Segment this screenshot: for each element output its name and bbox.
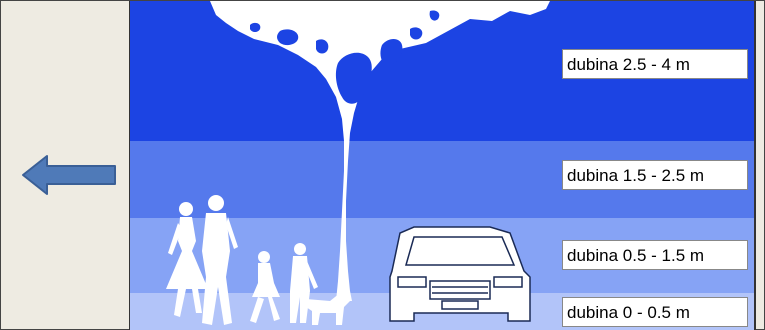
flood-depth-illustration: dubina 2.5 - 4 m dubina 1.5 - 2.5 m dubi… [129,1,756,330]
depth-label-deep: dubina 2.5 - 4 m [562,49,748,79]
depth-label-mid: dubina 0.5 - 1.5 m [562,240,748,270]
depth-label-high: dubina 1.5 - 2.5 m [562,160,748,190]
back-arrow-button[interactable] [21,154,117,196]
car-silhouette [390,227,530,321]
depth-label-shallow: dubina 0 - 0.5 m [562,297,748,327]
left-arrow-icon [21,154,117,196]
